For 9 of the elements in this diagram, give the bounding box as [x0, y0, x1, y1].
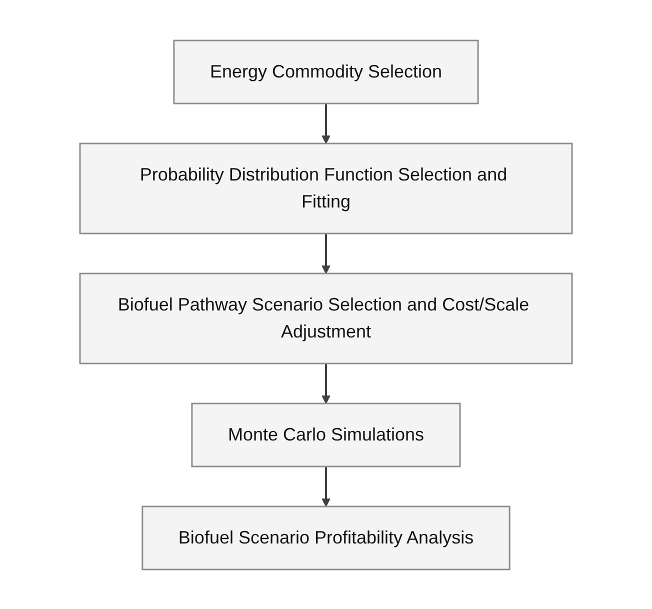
arrow	[322, 103, 330, 144]
node-box: Probability Distribution Function Selection and Fitting	[79, 142, 573, 234]
node-box: Energy Commodity Selection	[173, 39, 479, 104]
arrow	[322, 363, 330, 404]
node-box: Monte Carlo Simulations	[191, 402, 461, 467]
node-box: Biofuel Pathway Scenario Selection and Cost/Scale Adjustment	[79, 272, 573, 364]
arrow	[322, 466, 330, 506]
node-box: Biofuel Scenario Profitability Analysis	[142, 505, 510, 570]
arrow	[322, 233, 330, 274]
